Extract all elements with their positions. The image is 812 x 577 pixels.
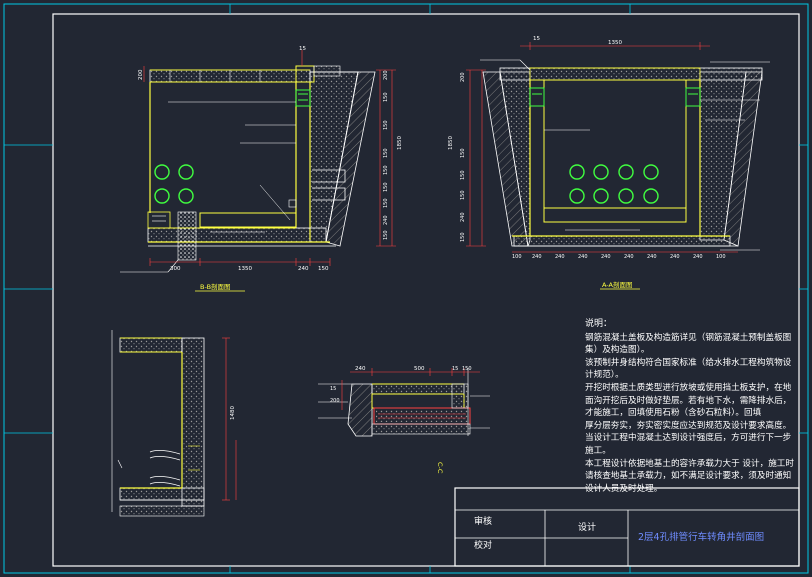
section-aa: 15 1350 100 240 240 240 240 240 240 240 …: [448, 36, 770, 290]
wall-detail-concrete: [181, 337, 205, 507]
bb-dim-top: 15: [299, 46, 306, 52]
pipe: [178, 188, 194, 204]
aa-dim-b8: 240: [693, 254, 703, 260]
pipe: [643, 164, 659, 180]
pipe: [569, 164, 585, 180]
aa-dim-b0: 100: [512, 254, 522, 260]
cc-dim-t1: 500: [414, 366, 425, 372]
aa-dim-b3: 240: [578, 254, 588, 260]
bb-dim-r9: 150: [383, 230, 389, 240]
bb-gravel-column: [177, 211, 197, 261]
pipe: [593, 188, 609, 204]
aa-dim-l3: 150: [460, 170, 466, 180]
bb-dim-b1: 1350: [238, 266, 252, 272]
section-wall-detail: 1480: [111, 330, 237, 517]
pipe: [178, 164, 194, 180]
aa-dim-top-span: 1350: [608, 40, 622, 46]
cc-dim-t0: 240: [355, 366, 366, 372]
title-block-sig-3: 设计: [578, 521, 596, 533]
bb-dim-r6: 150: [383, 182, 389, 192]
title-block-sig-2: 校对: [474, 539, 492, 551]
pipe: [643, 188, 659, 204]
bb-dim-left: 200: [138, 69, 144, 80]
aa-dim-b7: 240: [670, 254, 680, 260]
title-block-sig-1: 审核: [474, 515, 492, 527]
bb-dimensions: [143, 50, 396, 266]
bb-dim-r5: 150: [383, 165, 389, 175]
bb-dim-r7: 150: [383, 198, 389, 208]
title-block: 审核 校对 设计 2层4孔排管行车转角井剖面图: [454, 487, 800, 567]
aa-dimensions: [466, 42, 738, 253]
bb-dim-r0: 1850: [397, 136, 403, 150]
aa-dim-b9: 100: [716, 254, 726, 260]
bb-section-label: B-B剖面图: [200, 282, 231, 291]
notes-line: 厚分层夯实，夯实密实度应达到规范及设计要求高度。: [585, 420, 792, 431]
bb-dim-r4: 150: [383, 148, 389, 158]
aa-dim-b5: 240: [624, 254, 634, 260]
notes-line: 当设计工程中混凝土达到设计强度后，方可进行下一步施工。: [585, 433, 792, 456]
bb-dim-r1: 200: [383, 70, 389, 80]
notes-line: 开挖时根据土质类型进行放坡或使用挡土板支护，在地面沟开挖后及时做好垫层。若有地下…: [585, 382, 792, 419]
section-bb: 15 200 300 1350 240 150 1850 200 150 150…: [120, 46, 403, 292]
cc-earth: [347, 383, 373, 437]
notes-line: 该预制井身结构符合国家标准（给水排水工程构筑物设计规范）。: [585, 357, 792, 381]
aa-dim-top-small: 15: [533, 36, 540, 42]
aa-floor-slab: [513, 235, 731, 247]
bb-dim-b3: 150: [318, 266, 329, 272]
aa-dim-l0: 1850: [448, 136, 454, 150]
aa-dim-l1: 200: [460, 72, 466, 82]
general-notes: 说明： 钢筋混凝土盖板及构造筋详见（钢筋混凝土预制盖板图集）及构造图）。 该预制…: [585, 318, 795, 495]
bb-dim-r2: 150: [383, 92, 389, 102]
cc-dim-t3: 150: [462, 366, 472, 372]
aa-pipes: [569, 164, 659, 204]
section-cc: 240 500 15 150 15 200 C-C: [318, 366, 490, 474]
aa-dim-l5: 240: [460, 212, 466, 222]
cc-dim-l1: 200: [330, 398, 340, 404]
notes-title: 说明：: [585, 319, 613, 329]
aa-dim-l2: 150: [460, 148, 466, 158]
pipe: [618, 188, 634, 204]
aa-dim-b2: 240: [555, 254, 565, 260]
aa-dim-b4: 240: [601, 254, 611, 260]
notes-line: 本工程设计依据地基土的容许承载力大于 设计，施工时请核查地基土承载力，如不满足设…: [585, 458, 794, 494]
bb-dim-r3: 150: [383, 120, 389, 130]
bb-dim-b0: 300: [170, 266, 181, 272]
aa-dim-l6: 150: [460, 232, 466, 242]
cc-section-label: C-C: [436, 462, 444, 474]
pipe: [154, 164, 170, 180]
wall-detail-height: 1480: [230, 406, 236, 420]
drawing-title: 2层4孔排管行车转角井剖面图: [638, 531, 764, 543]
bb-dim-b2: 240: [298, 266, 309, 272]
bb-pipes: [154, 164, 194, 204]
pipe: [569, 188, 585, 204]
aa-dim-l4: 150: [460, 190, 466, 200]
bb-floor-slab: [147, 227, 327, 243]
aa-section-label: A-A剖面图: [602, 280, 632, 289]
cc-dim-l0: 15: [330, 386, 336, 392]
bb-earth-right: [325, 71, 376, 247]
aa-dim-b6: 240: [647, 254, 657, 260]
pipe: [593, 164, 609, 180]
sheet-frame: [3, 3, 809, 574]
notes-line: 钢筋混凝土盖板及构造筋详见（钢筋混凝土预制盖板图集）及构造图）。: [585, 332, 792, 356]
pipe: [618, 164, 634, 180]
aa-dim-b1: 240: [532, 254, 542, 260]
pipe: [154, 188, 170, 204]
cc-dim-t2: 15: [452, 366, 458, 372]
bb-dim-r8: 240: [383, 215, 389, 225]
